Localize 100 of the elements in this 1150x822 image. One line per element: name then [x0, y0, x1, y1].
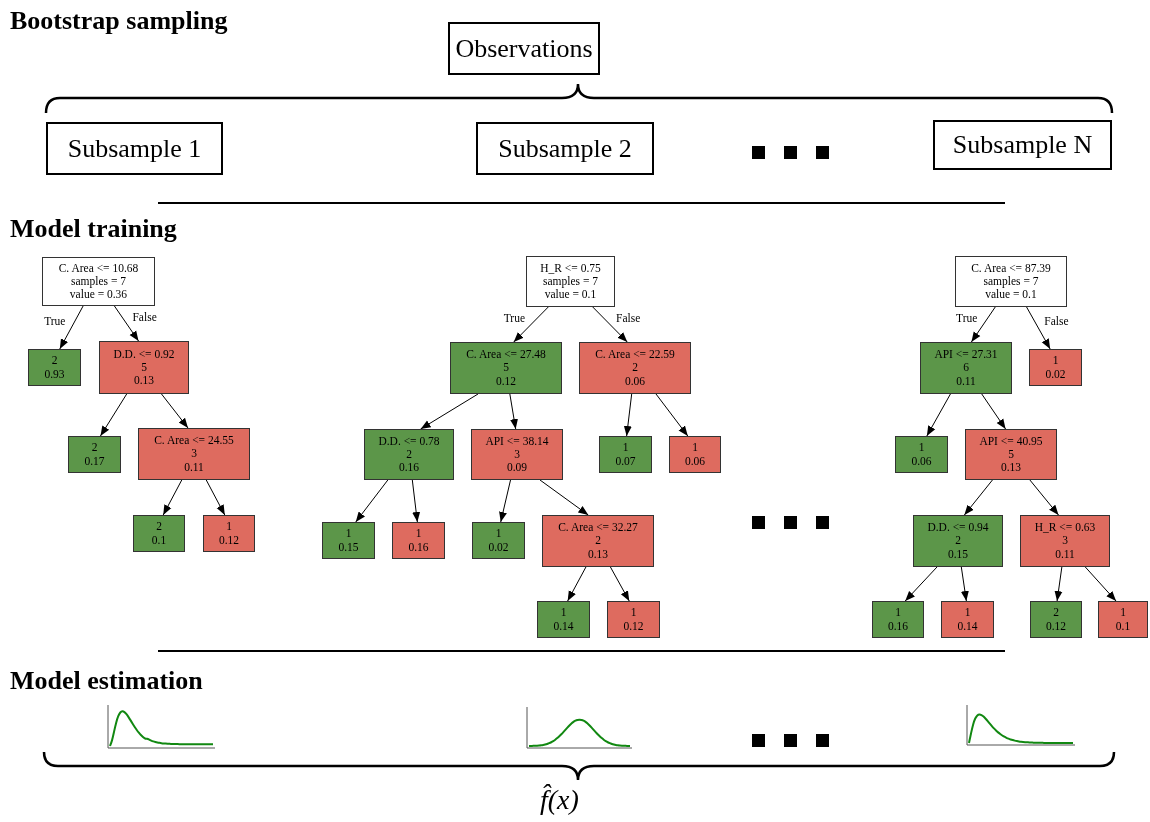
tree-node-box — [138, 428, 250, 480]
arrow — [513, 306, 549, 343]
node-text: API <= 38.14 — [485, 434, 549, 448]
tree-node-box — [471, 429, 563, 480]
tree-node-box — [669, 436, 721, 473]
tree-node-box — [955, 256, 1067, 307]
arrow — [609, 566, 630, 602]
arrow — [981, 393, 1007, 430]
arrow — [970, 306, 996, 343]
node-text: 2 — [632, 361, 638, 375]
arrow — [904, 566, 938, 602]
node-text: 2 — [955, 534, 961, 548]
tree-node-box — [42, 257, 155, 306]
node-text: 0.07 — [615, 454, 636, 468]
node-text: 0.16 — [408, 540, 429, 554]
node-text: C. Area <= 32.27 — [558, 521, 638, 535]
node-text: D.D. <= 0.78 — [378, 434, 440, 448]
arrow — [567, 566, 587, 602]
node-text: 0.12 — [623, 619, 644, 633]
arrow — [162, 479, 183, 516]
node-text: value = 0.36 — [69, 288, 128, 302]
edge-label: True — [956, 312, 978, 324]
node-text: 0.1 — [151, 533, 167, 547]
arrow — [1084, 566, 1117, 602]
node-text: 0.06 — [911, 454, 932, 468]
node-text: 0.06 — [624, 374, 646, 388]
node-text: 2 — [595, 534, 601, 548]
node-text: 3 — [1062, 534, 1068, 548]
arrow — [963, 479, 993, 516]
arrow — [420, 393, 479, 430]
node-text: 1 — [1052, 354, 1059, 368]
node-text: 5 — [503, 361, 509, 375]
tree-node-box — [133, 515, 185, 552]
node-text: 0.11 — [956, 374, 976, 388]
arrow — [1026, 306, 1051, 350]
node-text: 1 — [495, 527, 502, 541]
arrow — [59, 305, 84, 350]
node-text: 0.17 — [84, 454, 105, 468]
tree-node-box — [1020, 515, 1110, 567]
arrow — [1029, 479, 1059, 516]
box-label: Subsample 2 — [498, 133, 632, 164]
node-text: 3 — [191, 447, 197, 461]
sample-box — [448, 22, 600, 75]
edge-label: False — [1044, 316, 1069, 328]
tree-node-box — [872, 601, 924, 638]
arrow — [655, 393, 689, 437]
node-text: 2 — [1053, 606, 1059, 620]
node-text: 0.06 — [684, 454, 706, 468]
node-text: 0.11 — [1055, 547, 1075, 561]
node-text: 0.93 — [44, 367, 65, 381]
arrow — [960, 566, 969, 602]
node-text: 1 — [692, 441, 698, 455]
tree-node-box — [322, 522, 375, 559]
node-text: 0.11 — [184, 460, 204, 474]
node-text: value = 0.1 — [544, 288, 597, 302]
tree-node-box — [1098, 601, 1148, 638]
tree-node-box — [537, 601, 590, 638]
node-text: 1 — [895, 606, 901, 620]
node-text: samples = 7 — [70, 274, 126, 289]
tree-node-box — [542, 515, 654, 567]
tree-node-box — [472, 522, 525, 559]
node-text: 0.1 — [1115, 619, 1131, 633]
node-text: C. Area <= 27.48 — [466, 348, 546, 362]
arrow — [623, 393, 633, 437]
sample-box — [46, 122, 223, 175]
arrow — [592, 306, 628, 343]
sample-box — [933, 120, 1112, 170]
node-text: 0.16 — [398, 461, 420, 475]
node-text: 0.14 — [553, 619, 574, 633]
node-text: C. Area <= 10.68 — [58, 261, 139, 275]
node-text: H_R <= 0.63 — [1034, 521, 1096, 535]
node-text: D.D. <= 0.92 — [113, 347, 175, 361]
node-text: samples = 7 — [983, 274, 1039, 289]
node-text: D.D. <= 0.94 — [927, 521, 989, 535]
node-text: 1 — [622, 441, 629, 455]
node-text: API <= 27.31 — [934, 348, 998, 362]
node-text: 0.02 — [488, 540, 509, 554]
sample-box — [476, 122, 654, 175]
arrow — [113, 305, 140, 342]
arrow — [509, 393, 518, 430]
node-text: 0.12 — [1045, 619, 1067, 633]
arrow — [539, 479, 589, 516]
tree-node-box — [203, 515, 255, 552]
box-label: Subsample N — [952, 130, 1093, 160]
tree-node-box — [895, 436, 948, 473]
node-text: 0.13 — [133, 374, 155, 388]
node-text: C. Area <= 24.55 — [154, 434, 234, 448]
edge-label: True — [44, 315, 66, 327]
node-text: C. Area <= 87.39 — [971, 261, 1051, 275]
node-text: API <= 40.95 — [979, 434, 1043, 448]
arrow — [1054, 566, 1063, 602]
section-heading: Model estimation — [10, 666, 203, 696]
tree-node-box — [920, 342, 1012, 394]
tree-node-box — [68, 436, 121, 473]
node-text: 1 — [345, 527, 352, 541]
node-text: 2 — [51, 354, 58, 368]
node-text: 0.12 — [218, 533, 240, 547]
node-text: 0.09 — [506, 461, 528, 475]
node-text: 1 — [560, 606, 567, 620]
tree-node-box — [941, 601, 994, 638]
